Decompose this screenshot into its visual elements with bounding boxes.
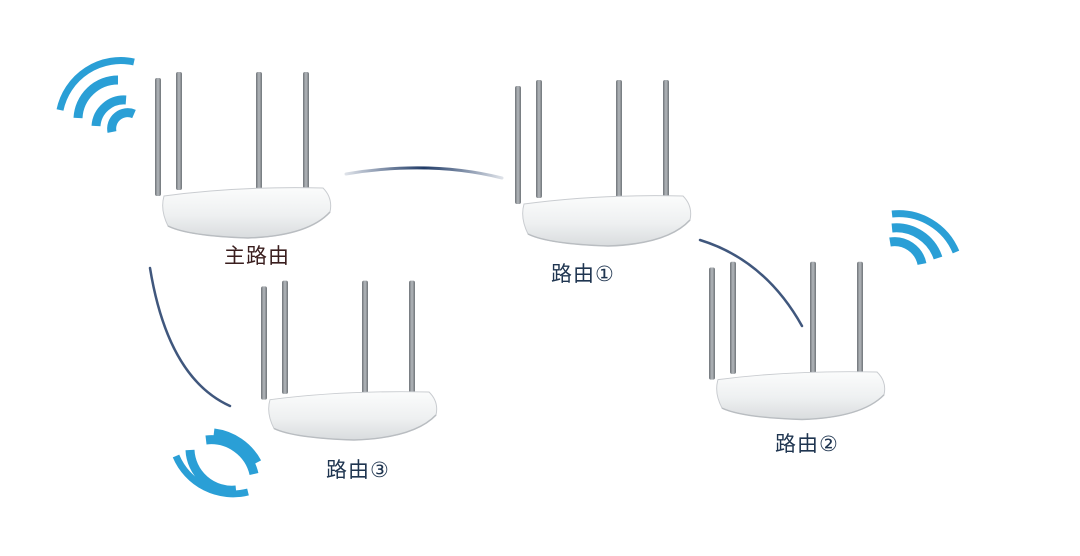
- link-main-r1: [344, 166, 504, 180]
- router-label-2: 路由②: [775, 432, 839, 456]
- link-r1-r2: [698, 238, 804, 328]
- router-1: [514, 79, 692, 247]
- wifi-signal-icon: [172, 428, 262, 498]
- router-label-1: 路由①: [551, 262, 615, 286]
- wifi-signal-icon: [56, 57, 136, 133]
- router-3: [260, 279, 438, 441]
- router-label-main: 主路由: [224, 244, 290, 268]
- link-main-r3: [148, 266, 232, 408]
- wifi-signal-icon: [889, 210, 960, 266]
- router-main: [154, 71, 332, 239]
- links: [148, 166, 804, 408]
- router-2: [708, 261, 886, 421]
- router-label-3: 路由③: [326, 458, 390, 482]
